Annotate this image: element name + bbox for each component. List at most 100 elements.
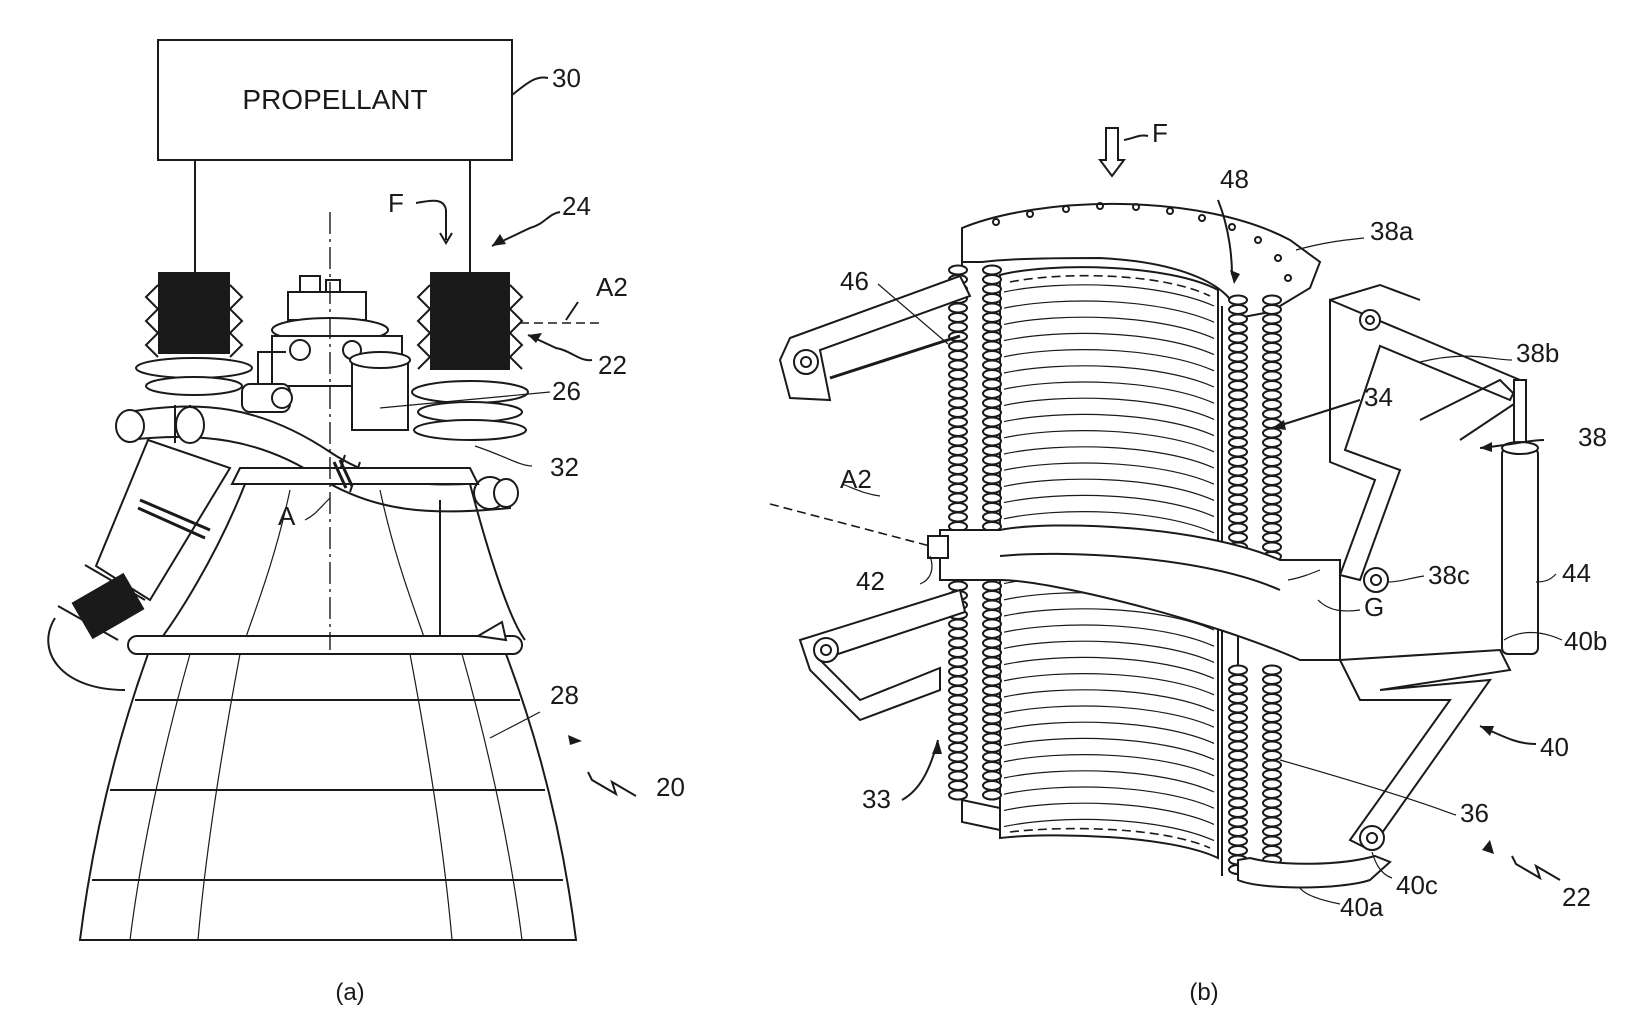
inner-rib [1003, 624, 1215, 647]
bellows-convolution [948, 780, 968, 791]
inner-rib [1003, 737, 1215, 761]
bellows-convolution [1262, 541, 1282, 553]
label-22-b: 22 [1562, 882, 1591, 912]
bellows-convolution [1228, 427, 1248, 439]
bellows-convolution [1228, 532, 1248, 543]
bellows-convolution [982, 416, 1002, 428]
bellows-convolution [1262, 342, 1282, 353]
bellows-convolution [1228, 503, 1248, 515]
inner-rib [1003, 721, 1215, 744]
label-F-a: F [388, 188, 404, 218]
label-40a: 40a [1340, 892, 1384, 922]
bellows-convolution [982, 618, 1002, 630]
bellows-convolution [982, 331, 1002, 342]
link-arm-46 [778, 274, 972, 402]
label-42: 42 [856, 566, 885, 596]
label-22-a: 22 [598, 350, 627, 380]
label-A: A [278, 501, 296, 531]
bellows-convolution [948, 675, 968, 687]
bellows-convolution [982, 397, 1002, 409]
bellows-convolution [982, 274, 1002, 285]
gimbal-arm-40 [1338, 648, 1512, 852]
bellows-convolution [948, 302, 968, 314]
inner-rib [1003, 365, 1215, 388]
bellows-convolution [1262, 712, 1282, 723]
bellows-convolution [1262, 778, 1282, 790]
inner-rib [1003, 818, 1215, 842]
inner-rib [1003, 494, 1215, 518]
figure-a-rocket-engine: PROPELLANT [47, 39, 685, 1006]
bellows-convolution [982, 312, 1002, 323]
bellows-convolution [1262, 361, 1282, 372]
bellows-convolution [1228, 465, 1248, 477]
inner-rib [1003, 349, 1215, 372]
bellows-convolution [1228, 475, 1248, 486]
bellows-convolution [982, 369, 1002, 380]
bellows-convolution [982, 609, 1002, 620]
label-40: 40 [1540, 732, 1569, 762]
bellows-convolution [948, 464, 968, 475]
label-44: 44 [1562, 558, 1591, 588]
bellows-convolution [948, 359, 968, 371]
bellows-convolution [1228, 750, 1248, 761]
label-48: 48 [1220, 164, 1249, 194]
bellows-convolution [948, 761, 968, 772]
bellows-convolution [1262, 693, 1282, 704]
nozzle-stiffener-ring [127, 635, 523, 655]
link-arm-lower-left [798, 588, 967, 722]
inner-rib [1003, 462, 1215, 485]
inner-rib [1003, 705, 1215, 728]
bellows-convolution [982, 770, 1002, 782]
bellows-convolution [982, 378, 1002, 390]
inner-rib [1003, 397, 1215, 420]
bellows-convolution [1262, 740, 1282, 752]
label-38c: 38c [1428, 560, 1470, 590]
label-38a: 38a [1370, 216, 1414, 246]
bellows-convolution [1262, 437, 1282, 448]
bellows-convolution [1262, 446, 1282, 458]
inner-rib [1003, 284, 1215, 307]
inner-rib [1003, 689, 1215, 712]
inner-rib [1003, 786, 1215, 809]
bellows-convolution [948, 666, 968, 677]
bellows-convolution [982, 590, 1002, 601]
hot-gas-duct [127, 405, 511, 513]
label-33: 33 [862, 784, 891, 814]
inner-rib [1003, 770, 1215, 793]
bellows-convolution [1228, 807, 1248, 818]
bellows-convolution [1262, 769, 1282, 780]
bellows-convolution [1228, 816, 1248, 828]
bellows-convolution [1262, 494, 1282, 505]
bellows-convolution [948, 713, 968, 725]
bellows-convolution [1228, 778, 1248, 790]
bellows-convolution [1262, 816, 1282, 828]
inner-rib [1003, 802, 1215, 825]
bellows-convolution [948, 511, 968, 523]
bellows-convolution [982, 445, 1002, 456]
bellows-convolution [1228, 304, 1248, 315]
bellows-convolution [982, 483, 1002, 494]
bellows-convolution [1262, 522, 1282, 534]
inner-rib [1003, 332, 1215, 356]
turbine-exhaust-pipe [47, 438, 232, 691]
bellows-convolution [982, 637, 1002, 649]
bellows-convolution [1228, 759, 1248, 771]
bellows-convolution [948, 618, 968, 630]
bellows-convolution [948, 473, 968, 485]
bellows-convolution [948, 397, 968, 409]
bellows-convolution [1262, 835, 1282, 847]
bellows-convolution [982, 407, 1002, 418]
inner-rib [1003, 656, 1215, 680]
bellows-convolution [982, 780, 1002, 791]
bellows-convolution [1228, 769, 1248, 780]
actuator-44 [1501, 447, 1539, 655]
bellows-convolution [1262, 750, 1282, 761]
caption-b: (b) [1189, 979, 1218, 1006]
bellows-convolution [1228, 788, 1248, 799]
bellows-convolution [1228, 826, 1248, 837]
label-24: 24 [562, 191, 591, 221]
bellows-convolution [948, 628, 968, 639]
bellows-convolution [948, 435, 968, 447]
bellows-convolution [1228, 683, 1248, 695]
bellows-convolution [1228, 323, 1248, 334]
